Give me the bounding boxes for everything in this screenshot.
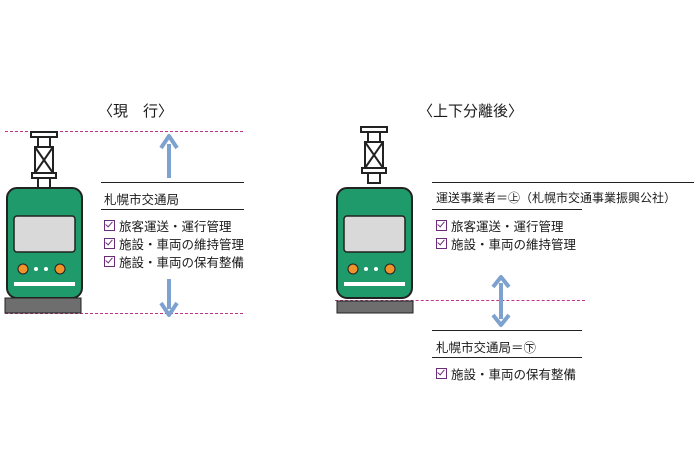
current-entity-label: 札幌市交通局 — [104, 192, 180, 207]
after-lower-item-1-text: 施設・車両の保有整備 — [451, 367, 577, 382]
checkbox-icon — [104, 220, 115, 231]
current-entity-line-bottom — [101, 209, 244, 210]
after-tram-icon — [336, 126, 414, 314]
after-upper-entity-line-bottom — [432, 209, 582, 210]
checkbox-icon — [104, 238, 115, 249]
current-item-1: 旅客運送・運行管理 — [104, 216, 232, 235]
after-upper-entity-label: 運送事業者＝㊤（札幌市交通事業振興公社） — [436, 191, 677, 205]
current-down-arrow-icon — [159, 279, 179, 317]
current-heading: 〈現 行〉 — [98, 102, 174, 120]
current-item-3-text: 施設・車両の保有整備 — [119, 255, 245, 270]
after-lower-entity-label: 札幌市交通局＝㊦ — [436, 340, 537, 355]
after-lower-entity-line-bottom — [432, 357, 582, 358]
current-entity-line-top — [101, 182, 244, 183]
current-item-1-text: 旅客運送・運行管理 — [119, 219, 232, 234]
after-upper-item-1: 旅客運送・運行管理 — [436, 216, 564, 235]
checkbox-icon — [436, 220, 447, 231]
checkbox-icon — [436, 238, 447, 249]
after-lower-item-1: 施設・車両の保有整備 — [436, 364, 576, 383]
after-upper-entity-line-top — [432, 182, 694, 183]
after-upper-item-2: 施設・車両の維持管理 — [436, 234, 576, 253]
checkbox-icon — [104, 256, 115, 267]
after-dashed-line — [335, 300, 585, 301]
after-separation-double-arrow-icon — [491, 275, 511, 327]
after-lower-entity-line-top — [432, 330, 582, 331]
current-item-2-text: 施設・車両の維持管理 — [119, 237, 245, 252]
after-heading: 〈上下分離後〉 — [418, 102, 524, 120]
current-up-arrow-icon — [159, 134, 179, 178]
current-item-2: 施設・車両の維持管理 — [104, 234, 244, 253]
current-bottom-dashed-line — [5, 313, 243, 314]
current-top-dashed-line — [5, 131, 243, 132]
current-item-3: 施設・車両の保有整備 — [104, 252, 244, 271]
current-tram-icon — [4, 131, 83, 314]
checkbox-icon — [436, 368, 447, 379]
after-upper-item-1-text: 旅客運送・運行管理 — [451, 219, 564, 234]
after-upper-item-2-text: 施設・車両の維持管理 — [451, 237, 577, 252]
